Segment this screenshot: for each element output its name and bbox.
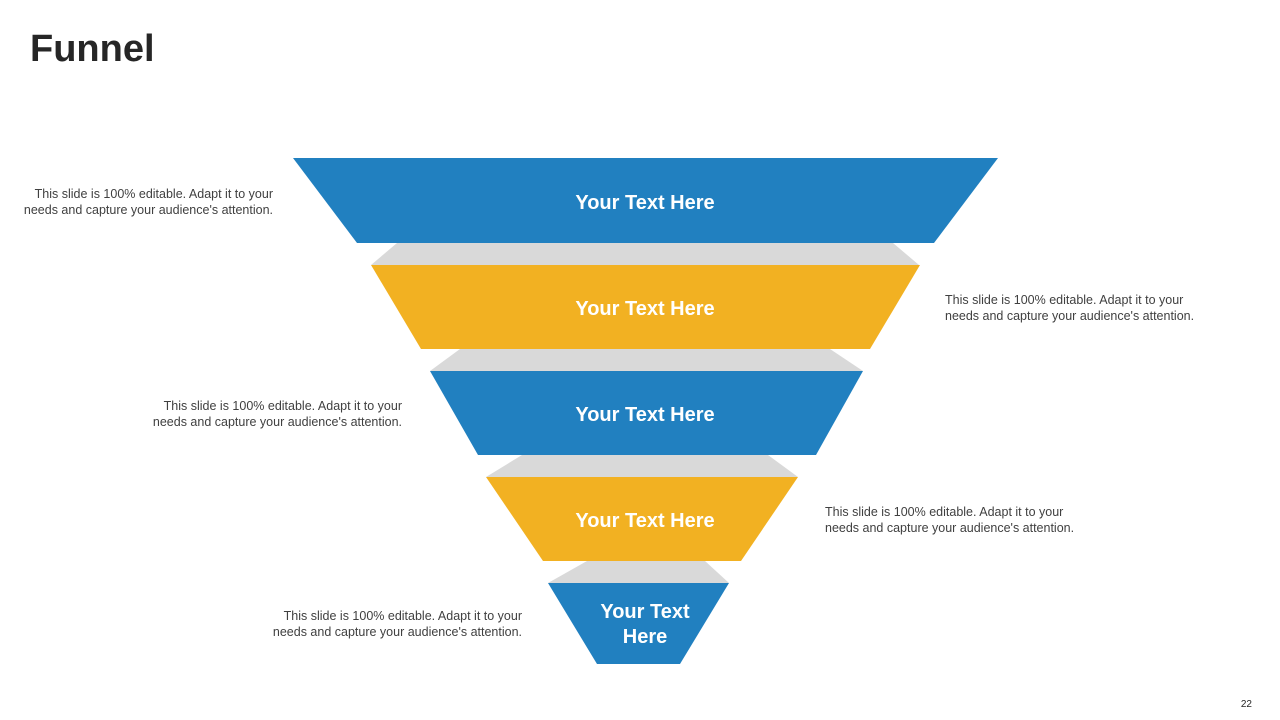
funnel-stage-5-label-line-1: Your Text (600, 601, 690, 623)
description-line: This slide is 100% editable. Adapt it to… (825, 505, 1064, 519)
funnel-stage-5-label-line-2: Here (623, 626, 667, 648)
description-line: needs and capture your audience's attent… (23, 203, 273, 217)
funnel-stage-3 (430, 371, 863, 455)
funnel-connector (548, 561, 729, 583)
funnel-stage-1-label: Your Text Here (575, 192, 714, 214)
page-number: 22 (1240, 699, 1252, 710)
funnel-stage-1 (293, 158, 998, 243)
funnel-connector (371, 243, 919, 265)
stage-2-description: This slide is 100% editable. Adapt it to… (945, 292, 1194, 324)
description-line: This slide is 100% editable. Adapt it to… (163, 399, 402, 413)
description-line: This slide is 100% editable. Adapt it to… (283, 609, 522, 623)
description-line: needs and capture your audience's attent… (945, 309, 1195, 323)
funnel-stage-2 (371, 265, 920, 349)
funnel-stage-4-label: Your Text Here (575, 510, 714, 532)
slide-title: Funnel (30, 28, 155, 70)
description-line: needs and capture your audience's attent… (272, 625, 522, 639)
funnel-stage-2-label: Your Text Here (575, 298, 714, 320)
funnel-stage-5 (548, 583, 729, 664)
funnel-stage-3-label: Your Text Here (575, 404, 714, 426)
stage-3-description: This slide is 100% editable. Adapt it to… (153, 398, 402, 430)
description-line: This slide is 100% editable. Adapt it to… (945, 293, 1184, 307)
description-line: needs and capture your audience's attent… (825, 521, 1075, 535)
stage-1-description: This slide is 100% editable. Adapt it to… (24, 186, 273, 218)
description-line: This slide is 100% editable. Adapt it to… (34, 187, 273, 201)
stage-4-description: This slide is 100% editable. Adapt it to… (825, 504, 1074, 536)
funnel-connector (430, 349, 863, 371)
funnel-stage-4 (486, 477, 798, 561)
description-line: needs and capture your audience's attent… (152, 415, 402, 429)
stage-5-description: This slide is 100% editable. Adapt it to… (273, 608, 522, 640)
funnel-connector (486, 455, 798, 477)
